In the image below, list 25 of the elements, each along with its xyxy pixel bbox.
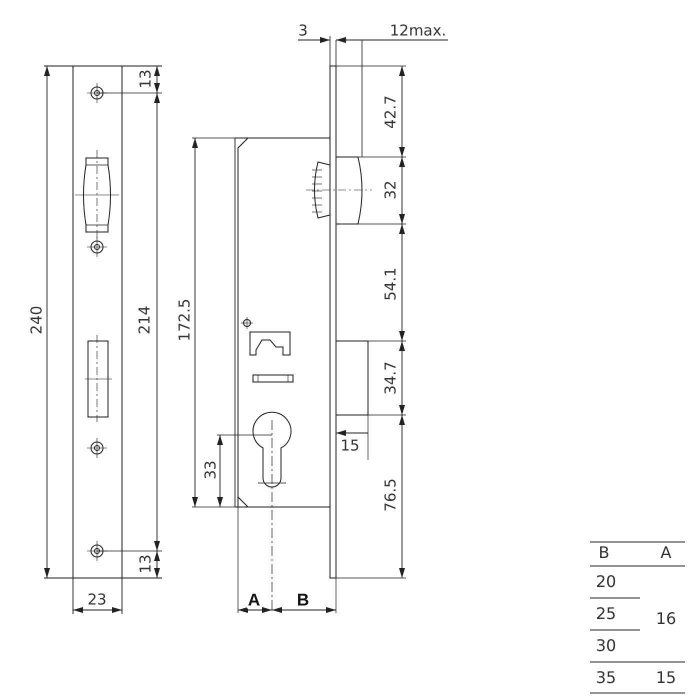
dimension-label: B [296,592,310,608]
dimension-label: A [246,592,262,608]
dimension-label: 12max. [388,24,448,38]
table-cell: B [598,545,610,561]
dimension-label: 13 [138,553,154,575]
dimension-label: 76.5 [384,477,398,513]
table-cell: 30 [594,638,618,654]
table-cell: 16 [654,611,678,627]
dimension-label: 172.5 [178,298,192,342]
dimension-label: 34.7 [384,360,398,396]
dimension-label: 23 [86,592,108,608]
dimension-label: 3 [297,24,309,38]
dimension-label: 33 [204,459,218,481]
dimension-label: 54.1 [384,266,398,302]
table-cell: 20 [594,574,618,590]
table-cell: 35 [594,670,618,686]
dimension-label: 214 [138,304,152,336]
dimension-label: 15 [339,438,361,454]
dimension-label: 13 [138,68,154,90]
table-cell: A [660,545,672,561]
dimension-label: 240 [30,304,44,336]
table-cell: 25 [594,606,618,622]
dimension-label: 32 [384,179,398,201]
dimension-label: 42.7 [384,94,398,130]
table-cell: 15 [654,670,678,686]
